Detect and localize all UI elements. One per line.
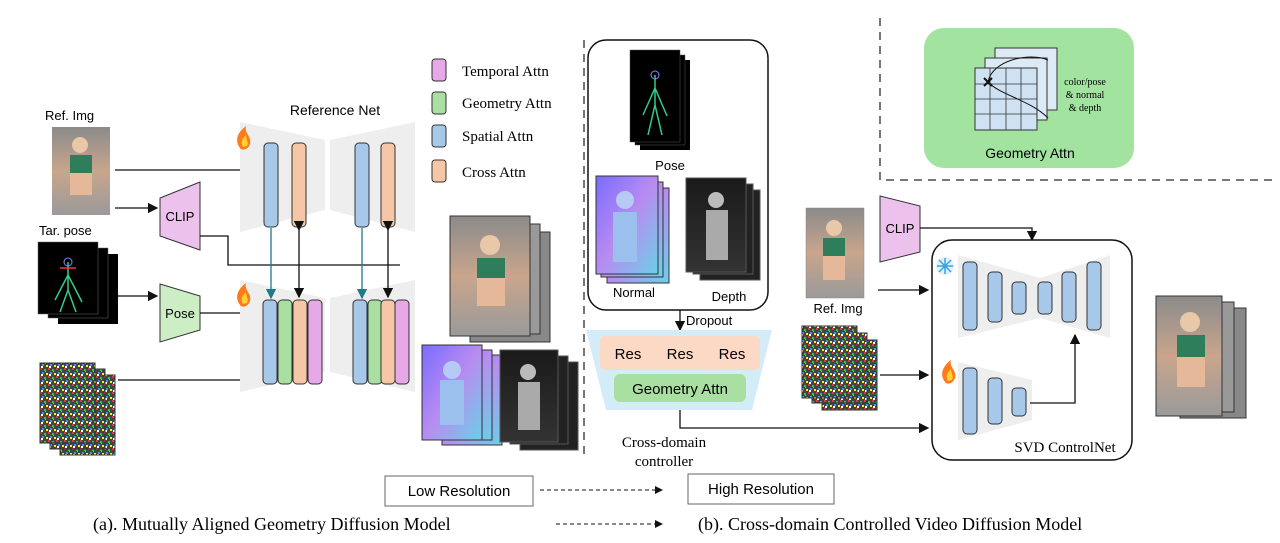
reference-net-body [240, 122, 325, 232]
pose-encoder-a [159, 283, 201, 343]
arrow-clip-to-svd [920, 227, 1038, 242]
target-pose-stack [37, 241, 118, 324]
high-resolution-label: High Resolution [708, 481, 814, 498]
flame-icon [942, 360, 956, 384]
controller-depth-label: Depth [712, 289, 747, 304]
unet-spatial-attn [352, 299, 368, 385]
svd-block [987, 271, 1003, 323]
legend-label-spatial: Spatial Attn [462, 129, 534, 145]
arrow-controller-to-controlnet [679, 410, 930, 434]
ref-image [52, 127, 110, 215]
output-video-stack-b [1155, 295, 1247, 419]
clip-label-a: CLIP [166, 209, 195, 224]
controller-title-line2: controller [635, 454, 693, 470]
unet-temporal-attn [394, 299, 410, 385]
snowflake-icon [936, 257, 954, 275]
legend-label-cross: Cross Attn [462, 165, 526, 181]
high-resolution-box [687, 473, 835, 505]
controller-title-line1: Cross-domain [622, 435, 707, 451]
res-block-1 [600, 336, 656, 370]
inset-note-3: & depth [1069, 103, 1102, 114]
output-depth-stack [499, 349, 579, 451]
res-label-3: Res [719, 346, 746, 363]
legend-label-temporal: Temporal Attn [462, 64, 549, 80]
controller-geometry-attn-label: Geometry Attn [632, 381, 728, 398]
dropout-label: Dropout [686, 313, 733, 328]
controller-normal-label: Normal [613, 285, 655, 300]
controller-geometry-attn [614, 374, 746, 402]
svd-block [962, 261, 978, 331]
refnet-cross-attn [291, 142, 307, 228]
controlnet-block [1011, 387, 1027, 417]
refnet-cross-attn [380, 142, 396, 228]
controlnet-block [987, 377, 1003, 425]
controller-pose-stack [629, 49, 690, 150]
unet-cross-attn [292, 299, 308, 385]
clip-encoder-a [159, 181, 201, 251]
unet-cross-attn [380, 299, 396, 385]
legend-swatch-geometry [431, 91, 447, 115]
ref-img-label-b: Ref. Img [813, 301, 862, 316]
clip-line-a [200, 235, 400, 266]
controlnet-block [962, 367, 978, 435]
low-resolution-label: Low Resolution [408, 483, 511, 500]
legend-swatch-temporal [431, 58, 447, 82]
unet-temporal-attn [307, 299, 323, 385]
clip-encoder-b [879, 195, 921, 263]
legend-swatch-spatial [431, 124, 447, 148]
ref-img-label: Ref. Img [45, 108, 94, 123]
ref-image-b [805, 207, 865, 299]
svd-block [1061, 271, 1077, 323]
geometry-grid-icon [974, 47, 1058, 131]
legend: Temporal Attn Geometry Attn Spatial Attn… [431, 58, 552, 183]
refnet-spatial-attn [263, 142, 279, 228]
legend-label-geometry: Geometry Attn [462, 96, 552, 112]
res-label-1: Res [615, 346, 642, 363]
unet-geometry-attn [367, 299, 383, 385]
output-normal-stack [421, 344, 503, 446]
arrow-controlnet-to-unet [1030, 333, 1081, 404]
flame-icon [237, 283, 251, 307]
reference-net-label: Reference Net [290, 102, 380, 118]
unet-geometry-attn [277, 299, 293, 385]
controller-depth-stack [685, 177, 761, 281]
legend-swatch-cross [431, 159, 447, 183]
low-resolution-box [384, 475, 534, 507]
noise-stack-a [39, 362, 116, 456]
svd-block [1037, 281, 1053, 315]
caption-a: (a). Mutually Aligned Geometry Diffusion… [93, 514, 451, 535]
tar-pose-label: Tar. pose [39, 223, 92, 238]
inset-note-1: color/pose [1064, 77, 1106, 88]
inset-title: Geometry Attn [985, 145, 1074, 161]
svd-block [1086, 261, 1102, 331]
res-label-2: Res [667, 346, 694, 363]
pose-label-a: Pose [165, 306, 195, 321]
res-block-3 [704, 336, 760, 370]
clip-label-b: CLIP [886, 221, 915, 236]
svd-block [1011, 281, 1027, 315]
noise-stack-b [801, 325, 878, 411]
unet-spatial-attn [262, 299, 278, 385]
controlnet-label: SVD ControlNet [1014, 440, 1116, 456]
reference-net-body-right [330, 122, 415, 232]
inset-note-2: & normal [1066, 90, 1105, 101]
res-block-2 [652, 336, 708, 370]
caption-b: (b). Cross-domain Controlled Video Diffu… [698, 514, 1082, 535]
flame-icon [237, 126, 251, 150]
controller-normal-stack [595, 175, 670, 284]
inset-dashed-border [879, 18, 1272, 181]
output-video-stack-a [449, 215, 551, 343]
refnet-spatial-attn [354, 142, 370, 228]
controller-pose-label: Pose [655, 158, 685, 173]
